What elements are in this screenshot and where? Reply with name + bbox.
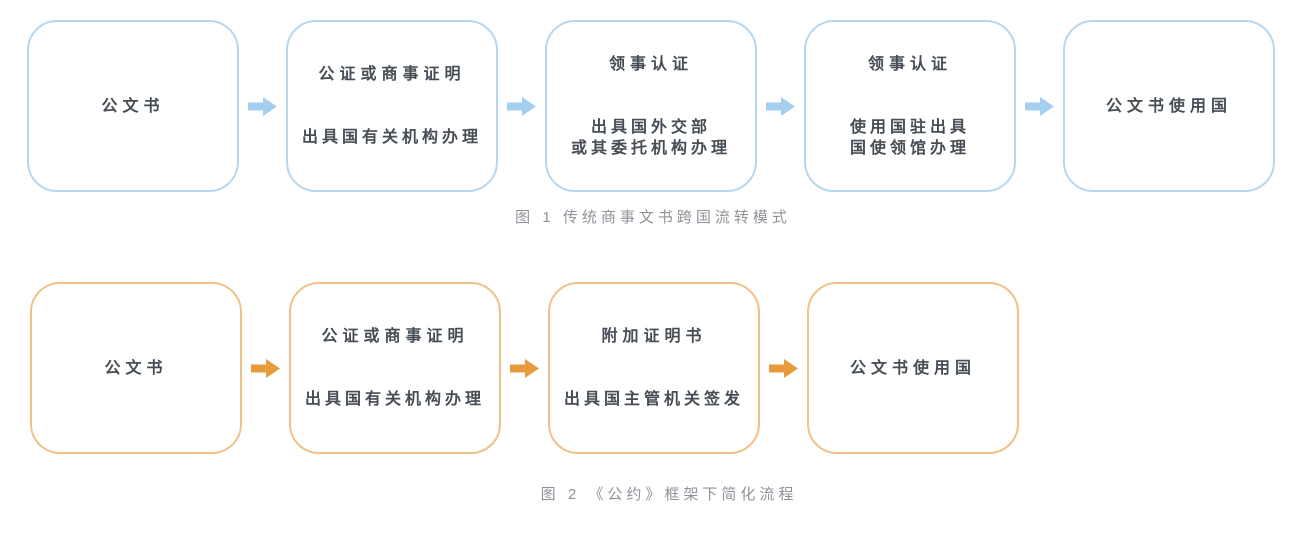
flow-box-subtitle: 出具国外交部 或其委托机构办理: [570, 118, 731, 157]
flow-box-public-document: 公文书: [30, 282, 242, 454]
flow-box-title: 公文书: [104, 359, 168, 377]
flow-box-apostille: 附加证明书 出具国主管机关签发: [548, 282, 760, 454]
figure-1: 公文书 公证或商事证明 出具国有关机构办理 领事认证 出具国外交部 或其委托机构…: [0, 20, 1306, 228]
flow-box-title: 公证或商事证明: [321, 328, 469, 345]
arrow-right-icon: [1025, 96, 1054, 116]
flow-box-title: 公证或商事证明: [318, 66, 466, 83]
flow-box-title: 领事认证: [608, 55, 693, 73]
arrow-right-icon: [251, 358, 280, 378]
flow-box-notarization: 公证或商事证明 出具国有关机构办理: [286, 20, 498, 192]
flow-box-title: 公文书使用国: [849, 359, 976, 377]
flow-box-consular-auth-mfa: 领事认证 出具国外交部 或其委托机构办理: [545, 20, 757, 192]
figure-2-flow-row: 公文书 公证或商事证明 出具国有关机构办理 附加证明书 出具国主管机关签发: [30, 282, 1306, 454]
figure-1-flow-row: 公文书 公证或商事证明 出具国有关机构办理 领事认证 出具国外交部 或其委托机构…: [27, 20, 1306, 192]
flow-box-title: 领事认证: [867, 55, 952, 73]
flowchart-canvas: 公文书 公证或商事证明 出具国有关机构办理 领事认证 出具国外交部 或其委托机构…: [0, 20, 1306, 538]
figure-2: 公文书 公证或商事证明 出具国有关机构办理 附加证明书 出具国主管机关签发: [0, 282, 1306, 505]
flow-box-title: 公文书使用国: [1105, 97, 1232, 115]
flow-arrow-cell: [757, 96, 804, 116]
flow-box-notarization: 公证或商事证明 出具国有关机构办理: [289, 282, 501, 454]
arrow-right-icon: [248, 96, 277, 116]
flow-arrow-cell: [239, 96, 286, 116]
flow-box-public-document: 公文书: [27, 20, 239, 192]
flow-arrow-cell: [1016, 96, 1063, 116]
flow-arrow-cell: [760, 358, 807, 378]
flow-arrow-cell: [242, 358, 289, 378]
flow-box-consular-auth-embassy: 领事认证 使用国驻出具 国使领馆办理: [804, 20, 1016, 192]
flow-box-subtitle: 使用国驻出具 国使领馆办理: [849, 118, 970, 157]
arrow-right-icon: [510, 358, 539, 378]
figure-2-caption: 图 2 《公约》框架下简化流程: [540, 486, 798, 503]
flow-box-subtitle: 出具国有关机构办理: [304, 391, 485, 408]
arrow-right-icon: [507, 96, 536, 116]
flow-box-subtitle: 出具国有关机构办理: [301, 129, 482, 146]
flow-box-subtitle: 出具国主管机关签发: [563, 391, 744, 408]
flow-box-title: 附加证明书: [601, 328, 707, 345]
figure-1-caption: 图 1 传统商事文书跨国流转模式: [515, 209, 791, 226]
flow-box-destination-country: 公文书使用国: [807, 282, 1019, 454]
flow-box-title: 公文书: [101, 97, 165, 115]
flow-arrow-cell: [498, 96, 545, 116]
flow-box-destination-country: 公文书使用国: [1063, 20, 1275, 192]
arrow-right-icon: [766, 96, 795, 116]
flow-arrow-cell: [501, 358, 548, 378]
arrow-right-icon: [769, 358, 798, 378]
